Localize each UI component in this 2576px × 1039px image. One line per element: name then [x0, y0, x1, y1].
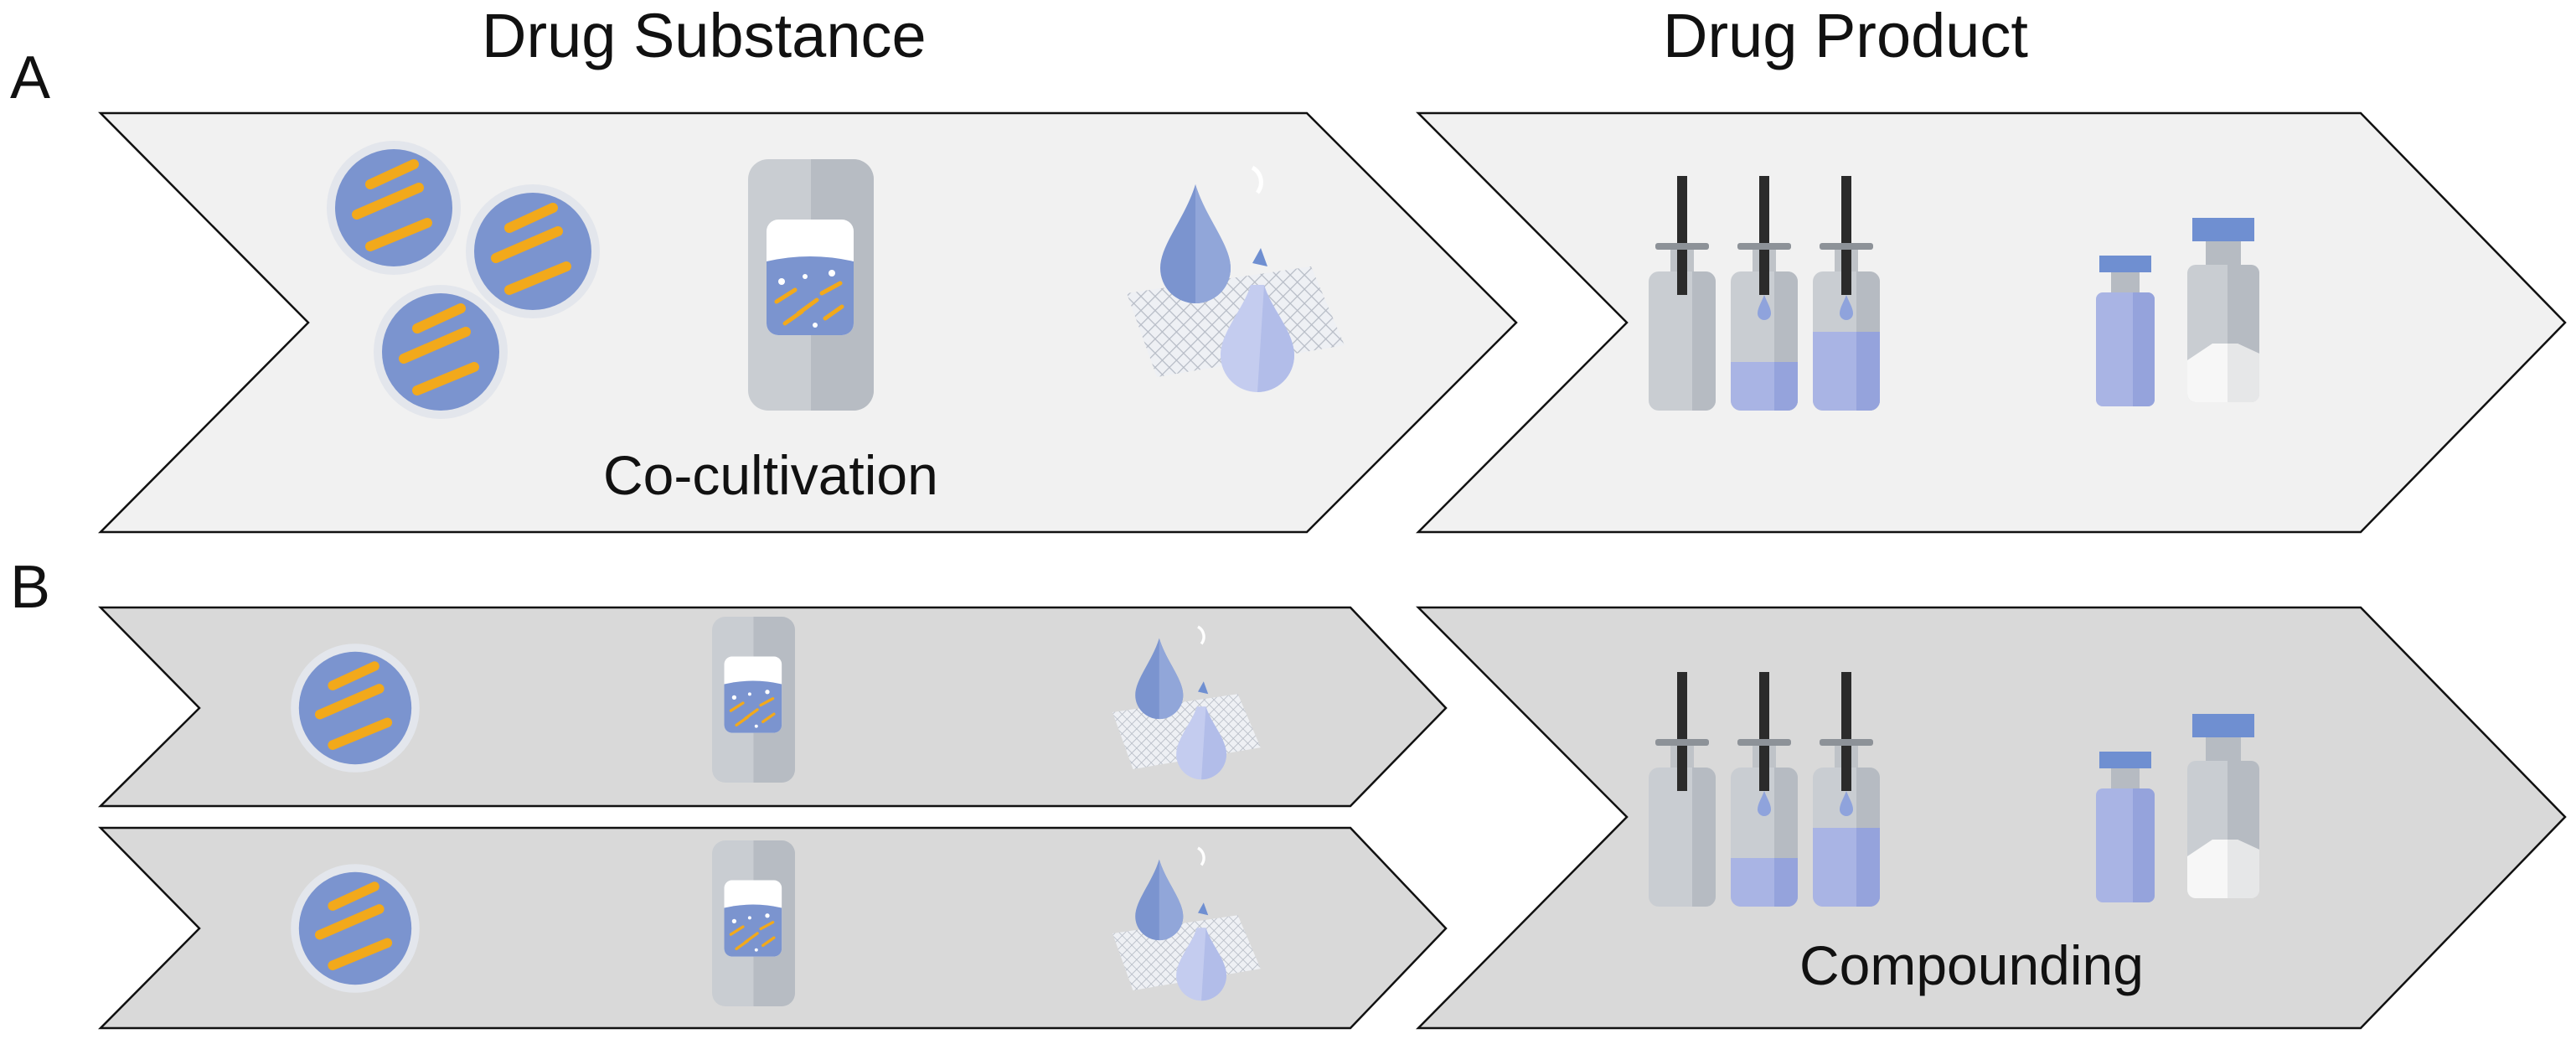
header-drug-substance: Drug Substance [482, 1, 927, 70]
petri-dish-icon [466, 184, 600, 318]
caption-compounding: Compounding [1799, 934, 2144, 996]
bioreactor-icon [748, 159, 874, 411]
chevron-a-product [1415, 111, 2567, 534]
panel-label-a: A [10, 44, 51, 111]
petri-dish-icon [291, 644, 420, 773]
petri-dish-icon [327, 141, 461, 275]
petri-dish-icon [374, 285, 508, 419]
header-drug-product: Drug Product [1663, 1, 2028, 70]
panel-label-b: B [10, 554, 51, 621]
bioreactor-icon [710, 839, 797, 1008]
bioreactor-icon [710, 615, 797, 784]
chevron-b-product [1415, 606, 2567, 1030]
petri-dish-icon [291, 864, 420, 993]
caption-co-cultivation: Co-cultivation [603, 444, 938, 506]
